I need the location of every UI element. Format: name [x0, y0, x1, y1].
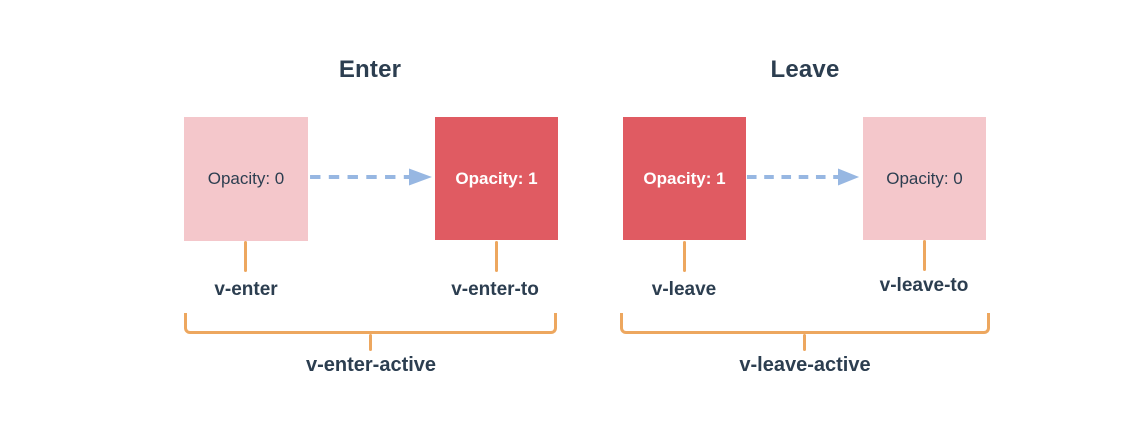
enter-end-class-label: v-enter-to	[451, 279, 539, 300]
leave-start-stem-line	[683, 241, 686, 272]
leave-start-box-label: Opacity: 1	[643, 168, 726, 188]
leave-end-class-label: v-leave-to	[879, 275, 969, 296]
enter-active-bracket	[184, 313, 557, 334]
enter-active-class-label: v-enter-active	[305, 354, 437, 376]
leave-end-stem-line	[923, 240, 926, 271]
enter-end-box: Opacity: 1	[435, 117, 558, 240]
enter-start-box: Opacity: 0	[184, 117, 308, 241]
enter-section-title: Enter	[338, 56, 402, 83]
leave-active-bracket-stub	[803, 334, 806, 351]
leave-start-box: Opacity: 1	[623, 117, 746, 240]
enter-active-bracket-stub	[369, 334, 372, 351]
enter-start-class-label: v-enter	[214, 279, 278, 300]
enter-end-box-label: Opacity: 1	[455, 168, 538, 188]
dashed-right-arrow-icon	[309, 167, 434, 187]
leave-end-box-label: Opacity: 0	[886, 168, 963, 188]
enter-start-stem-line	[244, 241, 247, 272]
leave-active-bracket	[620, 313, 990, 334]
dashed-right-arrow-icon	[746, 167, 861, 187]
leave-active-class-label: v-leave-active	[739, 354, 871, 376]
enter-end-stem-line	[495, 241, 498, 272]
enter-start-box-label: Opacity: 0	[207, 169, 285, 188]
leave-start-class-label: v-leave	[651, 279, 717, 300]
leave-end-box: Opacity: 0	[863, 117, 986, 240]
leave-section-title: Leave	[770, 56, 840, 83]
